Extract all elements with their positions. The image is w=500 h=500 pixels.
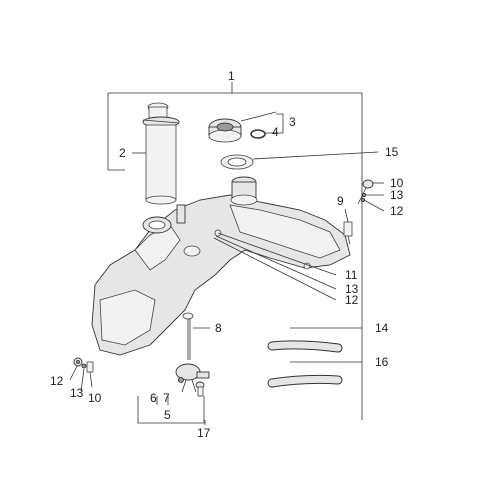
fuel-tap <box>175 312 210 393</box>
callout-1: 1 <box>228 69 235 83</box>
callout-5: 5 <box>164 408 171 422</box>
callout-13-mid: 13 <box>345 282 359 296</box>
callout-13-left: 13 <box>70 386 84 400</box>
callout-14: 14 <box>375 321 389 335</box>
hose-16 <box>267 374 343 388</box>
callout-17: 17 <box>197 426 211 440</box>
callout-11: 11 <box>345 268 358 282</box>
fuel-level-sender <box>142 102 180 205</box>
callout-12-left: 12 <box>50 374 64 388</box>
hose-14 <box>267 340 343 353</box>
callout-15: 15 <box>385 145 399 159</box>
cap-gasket <box>250 129 266 139</box>
fuel-tank-body <box>91 176 351 356</box>
callout-3: 3 <box>289 115 296 129</box>
callout-10-left: 10 <box>88 391 102 405</box>
leader-lines <box>69 111 385 425</box>
callout-16: 16 <box>375 355 389 369</box>
top-bolt-set <box>357 179 374 205</box>
callout-13-top: 13 <box>390 188 404 202</box>
callout-10-top: 10 <box>390 176 404 190</box>
callout-4: 4 <box>272 125 279 139</box>
callout-labels: 1 2 3 4 15 9 10 13 12 11 13 12 8 14 16 1… <box>50 69 404 440</box>
callout-12-mid: 12 <box>345 293 359 307</box>
callout-9: 9 <box>337 194 344 208</box>
filler-cap <box>208 118 242 143</box>
callout-7: 7 <box>163 391 170 405</box>
callout-8: 8 <box>215 321 222 335</box>
callout-2: 2 <box>119 146 126 160</box>
filler-seal-ring <box>220 154 254 170</box>
assembly-1-bracket <box>107 82 363 420</box>
callout-6: 6 <box>150 391 157 405</box>
small-parts <box>178 377 205 397</box>
callout-12-top: 12 <box>390 204 404 218</box>
